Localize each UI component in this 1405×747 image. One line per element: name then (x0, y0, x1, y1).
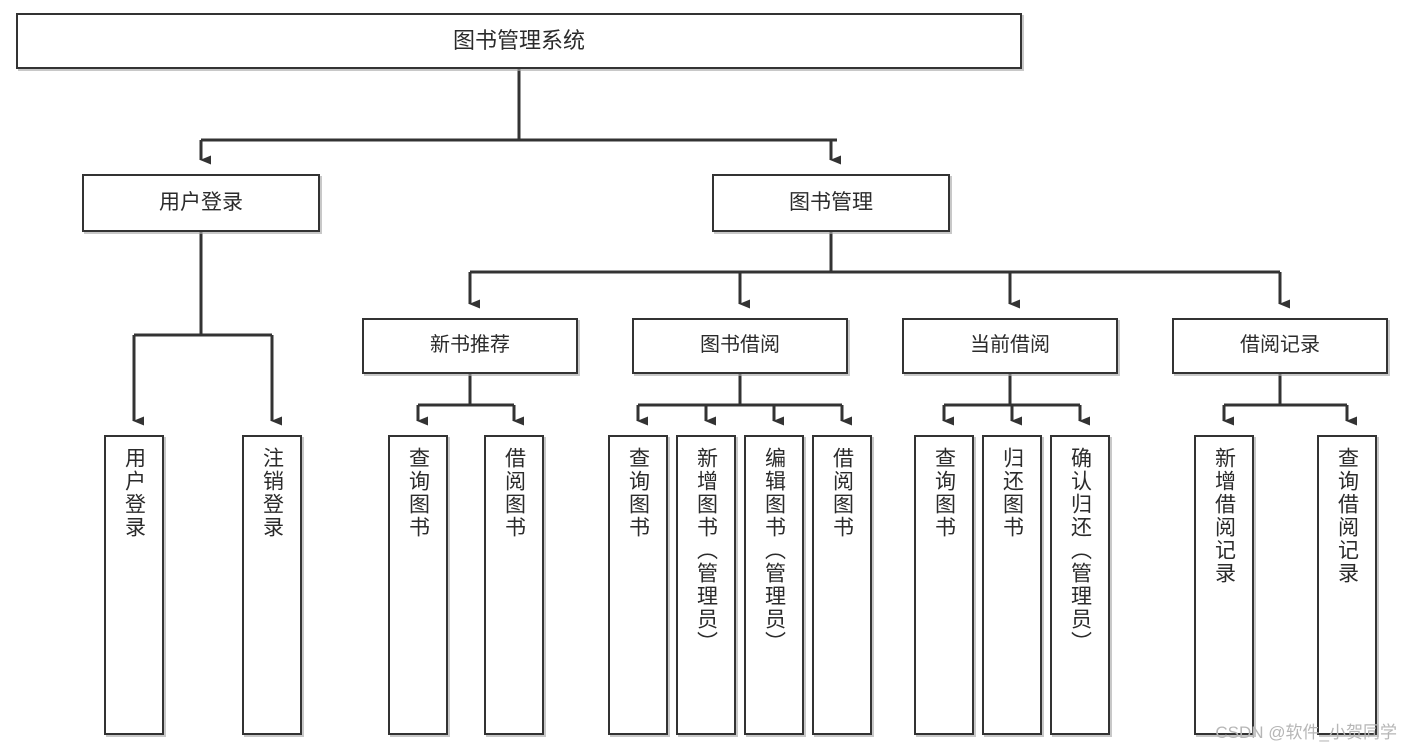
node-leaf-borrow-book-1[interactable]: 借阅图书 (484, 435, 544, 735)
node-book-borrow[interactable]: 图书借阅 (632, 318, 848, 374)
csdn-watermark: CSDN @软件_小贺同学 (1215, 723, 1397, 742)
node-label: 查询借阅记录 (1335, 447, 1359, 585)
node-label: 借阅图书 (830, 447, 854, 539)
node-leaf-query-book-1[interactable]: 查询图书 (388, 435, 448, 735)
node-label: 图书借阅 (700, 334, 780, 357)
node-leaf-query-book-3[interactable]: 查询图书 (914, 435, 974, 735)
node-label: 确认归还（管理员） (1068, 447, 1092, 654)
node-leaf-user-login[interactable]: 用户登录 (104, 435, 164, 735)
node-leaf-edit-book[interactable]: 编辑图书（管理员） (744, 435, 804, 735)
node-leaf-query-record[interactable]: 查询借阅记录 (1317, 435, 1377, 735)
node-leaf-borrow-book-2[interactable]: 借阅图书 (812, 435, 872, 735)
node-current-borrow[interactable]: 当前借阅 (902, 318, 1118, 374)
node-label: 注销登录 (260, 447, 284, 539)
node-leaf-add-book[interactable]: 新增图书（管理员） (676, 435, 736, 735)
node-label: 借阅图书 (502, 447, 526, 539)
node-leaf-confirm-return[interactable]: 确认归还（管理员） (1050, 435, 1110, 735)
node-label: 新增图书（管理员） (694, 447, 718, 654)
node-label: 借阅记录 (1240, 334, 1320, 357)
node-leaf-query-book-2[interactable]: 查询图书 (608, 435, 668, 735)
node-label: 图书管理系统 (452, 28, 585, 54)
node-leaf-add-record[interactable]: 新增借阅记录 (1194, 435, 1254, 735)
node-label: 当前借阅 (970, 334, 1050, 357)
node-new-book-rec[interactable]: 新书推荐 (362, 318, 578, 374)
node-user-login[interactable]: 用户登录 (82, 174, 320, 232)
node-label: 图书管理 (789, 190, 873, 214)
node-label: 归还图书 (1000, 447, 1024, 539)
node-label: 编辑图书（管理员） (762, 447, 786, 654)
node-borrow-record[interactable]: 借阅记录 (1172, 318, 1388, 374)
node-label: 查询图书 (626, 447, 650, 539)
node-label: 新增借阅记录 (1212, 447, 1236, 585)
node-root-system[interactable]: 图书管理系统 (16, 13, 1022, 69)
node-label: 查询图书 (406, 447, 430, 539)
node-book-manage[interactable]: 图书管理 (712, 174, 950, 232)
node-label: 新书推荐 (430, 334, 510, 357)
node-leaf-return-book[interactable]: 归还图书 (982, 435, 1042, 735)
node-label: 用户登录 (159, 190, 243, 214)
node-leaf-logout[interactable]: 注销登录 (242, 435, 302, 735)
node-label: 查询图书 (932, 447, 956, 539)
node-label: 用户登录 (122, 447, 146, 539)
